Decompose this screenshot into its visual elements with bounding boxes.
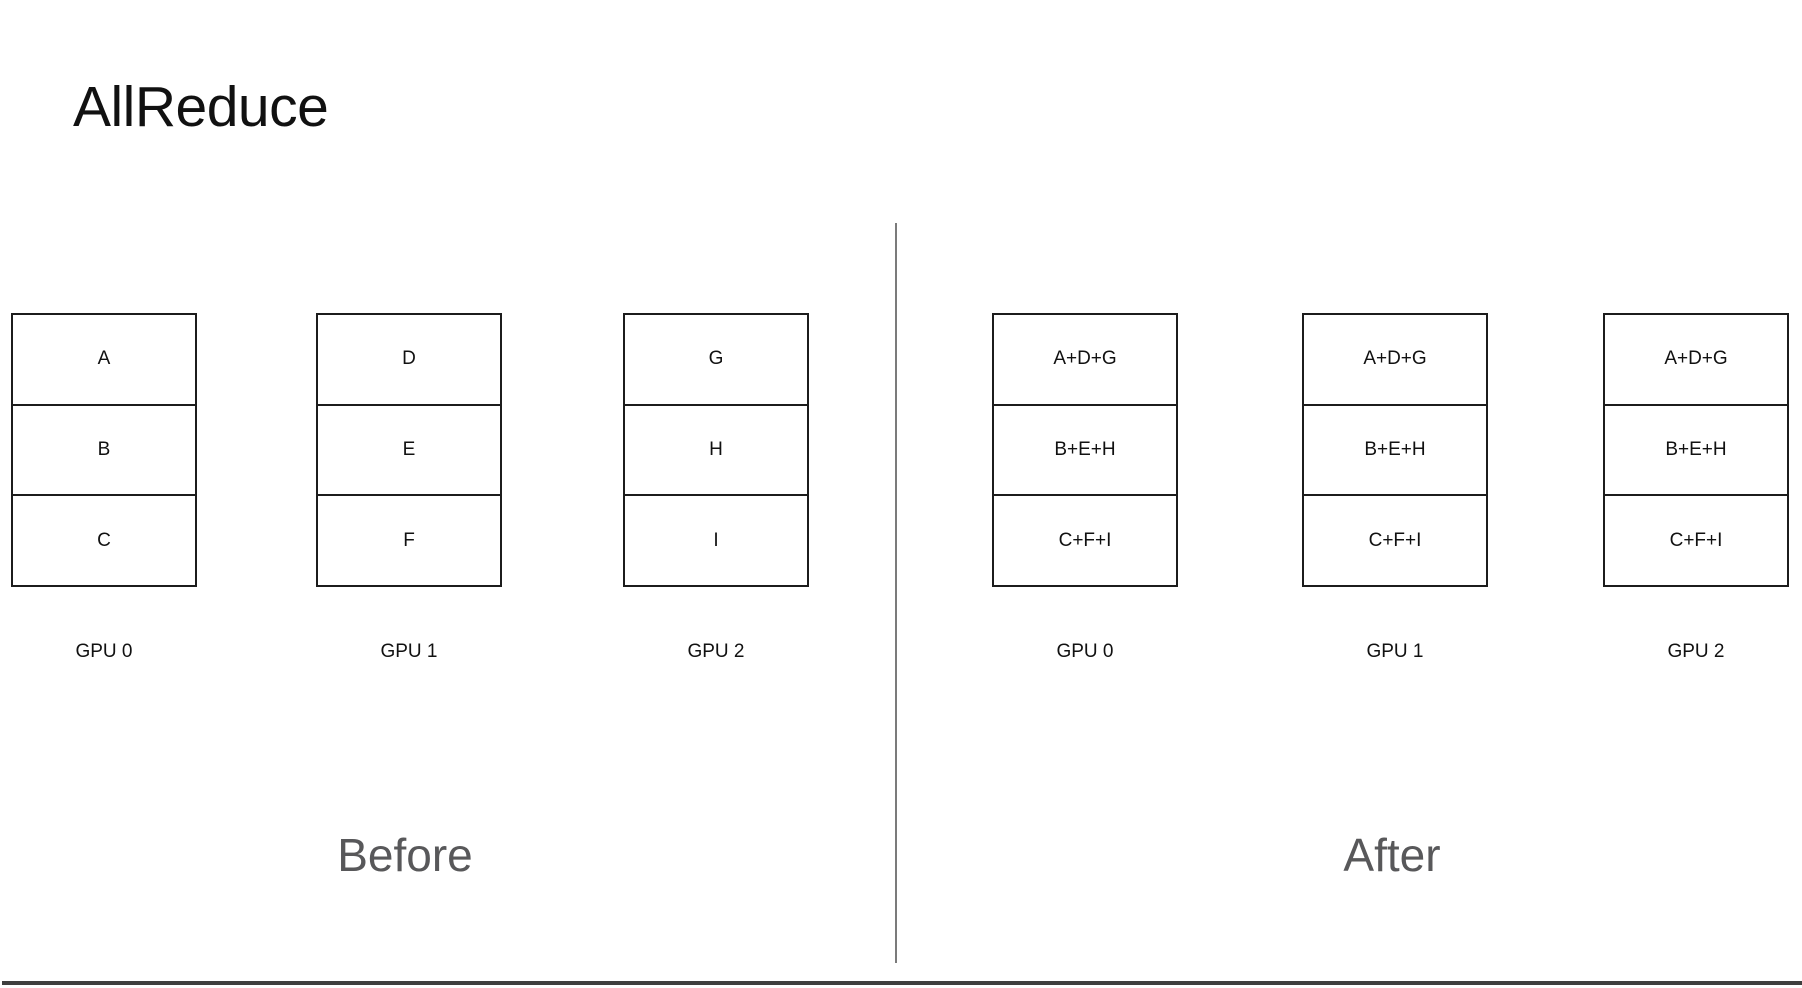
before-caption: Before [337,829,473,881]
data-chunk: B+E+H [1605,403,1787,495]
gpu-label: GPU 1 [1366,641,1424,662]
data-chunk: B+E+H [1304,403,1486,495]
after-gpu1-box: A+D+G B+E+H C+F+I [1302,313,1488,587]
data-chunk: A+D+G [1053,348,1117,370]
data-chunk: C+F+I [994,494,1176,585]
page-title: AllReduce [73,75,329,139]
data-chunk: C+F+I [1304,494,1486,585]
vertical-divider [895,223,897,963]
data-chunk: C [13,494,195,585]
data-chunk: C+F+I [1605,494,1787,585]
gpu-label: GPU 0 [75,641,133,662]
data-chunk: G [708,348,724,370]
data-chunk: A [97,348,111,370]
data-chunk: A+D+G [1664,348,1728,370]
data-chunk: I [625,494,807,585]
before-gpu0-column: A B C GPU 0 [11,313,197,663]
data-chunk: A+D+G [1363,348,1427,370]
gpu-label: GPU 2 [1667,641,1725,662]
after-gpu2-column: A+D+G B+E+H C+F+I GPU 2 [1603,313,1789,663]
after-gpu2-box: A+D+G B+E+H C+F+I [1603,313,1789,587]
after-gpu0-box: A+D+G B+E+H C+F+I [992,313,1178,587]
before-gpu1-box: D E F [316,313,502,587]
before-gpu0-box: A B C [11,313,197,587]
data-chunk: H [625,403,807,495]
data-chunk: F [318,494,500,585]
after-gpu0-column: A+D+G B+E+H C+F+I GPU 0 [992,313,1178,663]
data-chunk: B [13,403,195,495]
after-caption: After [1343,829,1441,881]
gpu-label: GPU 0 [1056,641,1114,662]
gpu-label: GPU 1 [380,641,438,662]
after-gpu1-column: A+D+G B+E+H C+F+I GPU 1 [1302,313,1488,663]
before-gpu2-box: G H I [623,313,809,587]
before-gpu1-column: D E F GPU 1 [316,313,502,663]
gpu-label: GPU 2 [687,641,745,662]
data-chunk: E [318,403,500,495]
data-chunk: D [402,348,416,370]
before-gpu2-column: G H I GPU 2 [623,313,809,663]
bottom-rule [2,981,1802,985]
data-chunk: B+E+H [994,403,1176,495]
